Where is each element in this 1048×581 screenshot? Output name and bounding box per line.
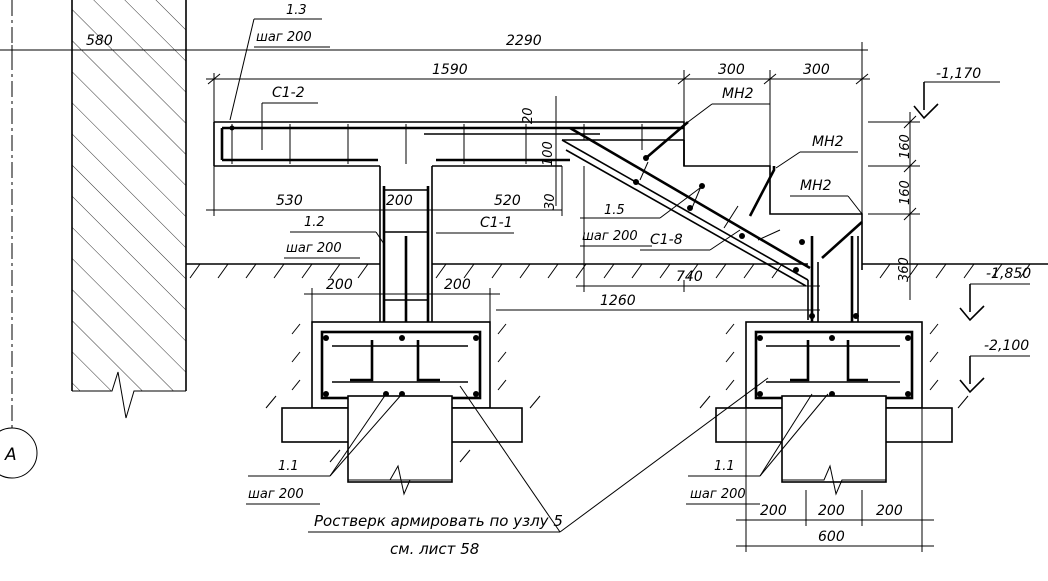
left-pile-cap [265, 166, 541, 496]
mark-1-3: 1.3 [286, 3, 307, 18]
dim-100: 100 [541, 141, 556, 166]
mesh-labels: МН2 МН2 МН2 [687, 86, 863, 215]
dim-300b: 300 [803, 62, 830, 78]
top-dimensions: 580 2290 1590 300 300 [0, 33, 870, 220]
dim-520: 520 [494, 193, 521, 209]
mark-1-1-left: 1.1 [278, 459, 299, 474]
slope-dims: 740 1260 [496, 166, 820, 311]
slab-dims: 20 100 30 [521, 96, 558, 210]
ground-line [186, 263, 1048, 279]
note-callout: Ростверк армировать по узлу 5 см. лист 5… [308, 377, 769, 558]
grid-axis: А [0, 0, 38, 479]
right-dims: 160 160 360 [868, 112, 920, 300]
label-mn2-a: МН2 [722, 86, 754, 102]
leader-1-5: 1.5 шаг 200 С1-8 [580, 187, 741, 251]
note-line-1: Ростверк армировать по узлу 5 [314, 512, 563, 530]
mark-1-5: 1.5 [604, 203, 625, 218]
right-bottom-dims: 200 200 200 600 [736, 408, 934, 552]
dim-530: 530 [276, 193, 303, 209]
leader-c1-1: С1-1 [436, 215, 514, 234]
label-c1-1: С1-1 [480, 215, 513, 231]
level-marks: -1,170 -1,850 -2,100 [913, 66, 1031, 394]
mark-1-1-right: 1.1 [714, 459, 735, 474]
dim-360: 360 [897, 257, 912, 282]
right-pile-cap [699, 236, 969, 496]
mark-1-2-step: шаг 200 [286, 241, 342, 256]
mark-1-1-left-step: шаг 200 [248, 487, 304, 502]
dim-200-l1: 200 [326, 277, 353, 293]
label-mn2-b: МН2 [812, 134, 844, 150]
dim-740: 740 [676, 269, 703, 285]
level-2100: -2,100 [984, 338, 1029, 354]
leader-c1-2: С1-2 [261, 85, 318, 150]
mid-dims: 530 200 520 [206, 166, 563, 216]
mark-1-3-step: шаг 200 [256, 30, 312, 45]
dim-2290: 2290 [506, 33, 542, 49]
dim-160a: 160 [898, 134, 913, 159]
dim-200-r1: 200 [760, 503, 787, 519]
dim-160b: 160 [898, 180, 913, 205]
level-1850: -1,850 [986, 266, 1031, 282]
dim-1590: 1590 [432, 62, 468, 78]
dim-200-r2: 200 [818, 503, 845, 519]
dim-200-mid: 200 [386, 193, 413, 209]
label-mn2-c: МН2 [800, 178, 832, 194]
grid-axis-label: А [4, 445, 17, 465]
leader-1-2: 1.2 шаг 200 [284, 215, 385, 259]
dim-1260: 1260 [600, 293, 636, 309]
dim-300a: 300 [718, 62, 745, 78]
left-cap-dims: 200 200 [304, 277, 500, 322]
leader-1-1-right: 1.1 шаг 200 [686, 393, 829, 505]
dim-600: 600 [818, 529, 845, 545]
mark-1-5-step: шаг 200 [582, 229, 638, 244]
dim-580: 580 [86, 33, 113, 49]
dim-200-r3: 200 [876, 503, 903, 519]
level-1170: -1,170 [936, 66, 981, 82]
masonry-wall [71, 0, 187, 419]
leader-1-1-left: 1.1 шаг 200 [246, 393, 403, 505]
dim-20: 20 [521, 107, 536, 124]
label-c1-2: С1-2 [272, 85, 305, 101]
dim-200-l2: 200 [444, 277, 471, 293]
dim-30: 30 [543, 193, 558, 210]
note-line-2: см. лист 58 [390, 540, 479, 558]
mark-1-2: 1.2 [304, 215, 325, 230]
label-c1-8: С1-8 [650, 232, 683, 248]
leader-1-3: 1.3 шаг 200 [229, 3, 330, 121]
mark-1-1-right-step: шаг 200 [690, 487, 746, 502]
